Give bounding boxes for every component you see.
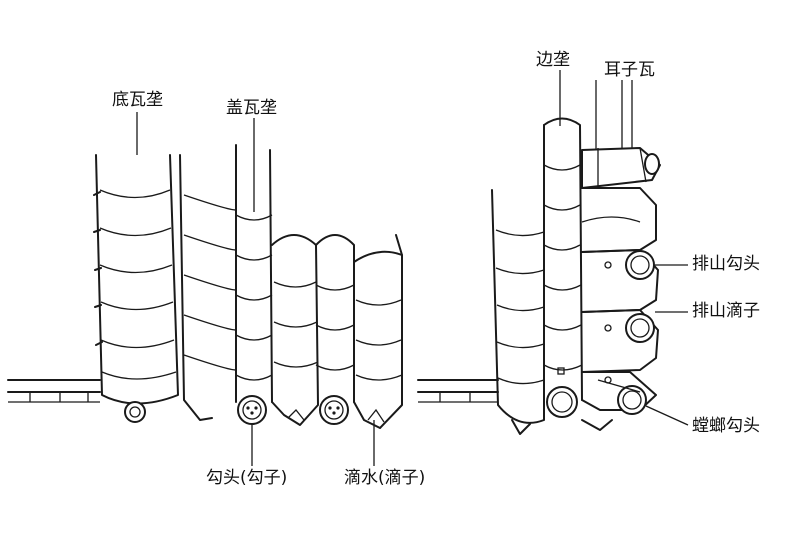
label-di-wa-long: 底瓦垄 [112, 90, 163, 110]
right-eave-board [417, 379, 499, 403]
label-bian-long: 边垄 [536, 50, 570, 70]
label-pai-shan-di-zi: 排山滴子 [692, 301, 760, 321]
label-gai-wa-long: 盖瓦垄 [226, 98, 277, 118]
bottom-tile-ridge-left [93, 154, 179, 423]
left-figure [7, 112, 403, 466]
label-di-shui: 滴水(滴子) [344, 468, 426, 488]
right-figure [417, 70, 689, 435]
label-pai-shan-gou-tou: 排山勾头 [692, 254, 760, 274]
leader-tang-lang-gou-tou [645, 405, 689, 426]
label-er-zi-wa: 耳子瓦 [604, 60, 655, 80]
label-tang-lang-gou-tou: 螳螂勾头 [692, 416, 760, 436]
left-eave-board [7, 379, 101, 403]
label-gou-tou: 勾头(勾子) [206, 468, 288, 488]
bottom-tile-ridge-right [491, 189, 545, 424]
cover-tile-ridge [179, 144, 273, 425]
gable-tiles [511, 147, 661, 435]
side-ridge [543, 117, 583, 418]
valley-tiles [271, 234, 403, 429]
